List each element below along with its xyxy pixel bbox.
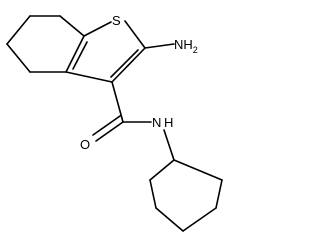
bond-cy2-cy3 (149, 179, 157, 209)
sulfur-label: S (112, 13, 121, 28)
bond-c2-c3-inner (110, 49, 139, 78)
tetrahydro-ring (6, 15, 85, 73)
amide-hydrogen-label: H (164, 115, 173, 130)
bond-cy6-cy1 (173, 159, 223, 181)
bond-n-cyclohexyl (163, 129, 175, 161)
bond-c3-c3a (65, 71, 113, 83)
bond-c2-c3-outer (111, 47, 146, 83)
thiophene-ring (65, 20, 146, 83)
bond-cy1-cy2 (149, 159, 175, 181)
amine-subscript: 2 (193, 45, 198, 55)
amine-label: NH2 (174, 37, 198, 55)
bond-c5-c4 (6, 43, 31, 73)
bond-c3a-c7a-inner (72, 41, 88, 70)
amide-nitrogen-label: N (152, 115, 161, 130)
molecular-structure-diagram: S NH2 O N H (6, 13, 223, 232)
carbonyl-oxygen-label: O (80, 137, 90, 152)
bond-s-c2 (124, 20, 146, 49)
bond-cy3-cy4 (155, 207, 184, 232)
bond-c3a-c7a-outer (65, 35, 85, 73)
amine-nh-text: NH (174, 37, 193, 52)
bond-c2-nh2 (144, 43, 175, 49)
bond-c7a-c7 (59, 15, 85, 37)
bond-c3-carbonyl (111, 81, 124, 123)
cyclohexyl-ring (149, 159, 223, 232)
bond-c6-c5 (6, 15, 31, 45)
bond-carbonyl-o-a (95, 121, 124, 142)
bond-cy5-cy6 (215, 179, 223, 209)
bond-cy4-cy5 (182, 207, 217, 232)
substituent-bonds (92, 43, 175, 161)
bond-carbonyl-o-b (92, 115, 121, 136)
bond-c7a-s (83, 21, 112, 37)
